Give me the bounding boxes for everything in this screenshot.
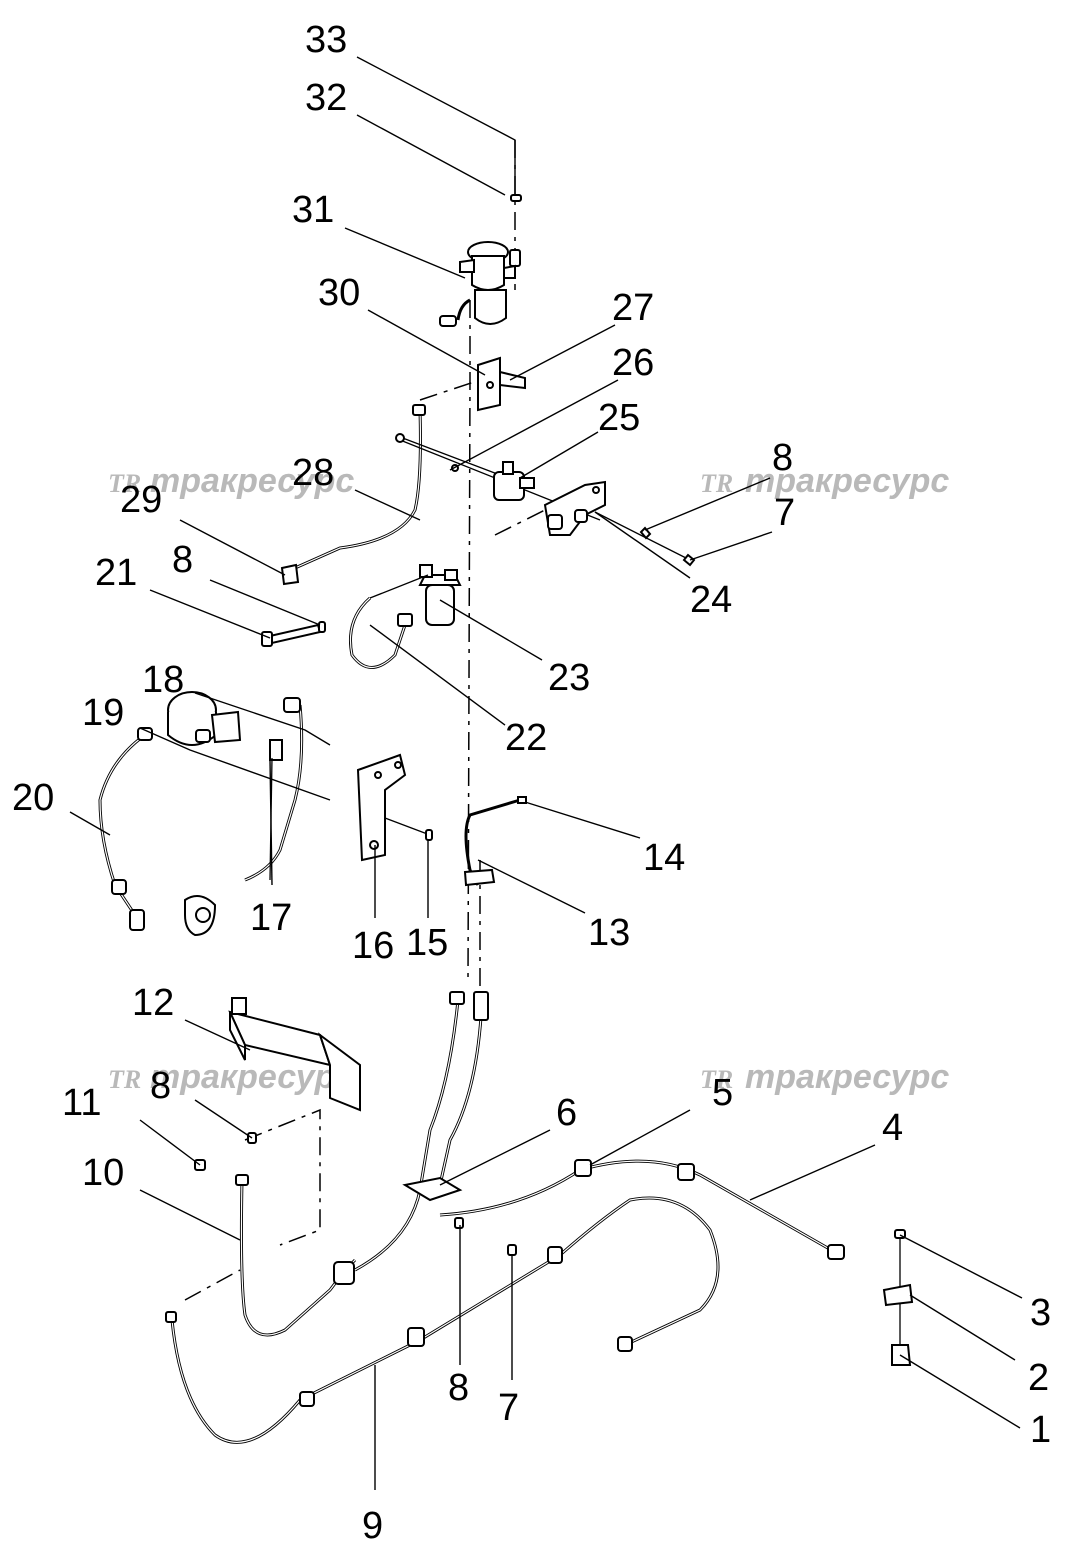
- part-21-bolt: [261, 623, 322, 647]
- part-5-4-lines: [439, 1159, 845, 1260]
- callout-12: 12: [132, 982, 174, 1024]
- centerline-hose10: [184, 1269, 241, 1301]
- callout-10: 10: [82, 1152, 124, 1194]
- leader-lines: [69, 56, 1023, 1490]
- watermark-text: трaкресурс: [745, 462, 949, 500]
- part-24-valve-bracket: [543, 480, 606, 536]
- centerline-cooler: [244, 1108, 321, 1246]
- callout-3: 3: [1030, 1292, 1051, 1334]
- callout-11: 11: [62, 1082, 101, 1124]
- part-16-bracket: [356, 753, 407, 862]
- callout-31: 31: [292, 189, 334, 231]
- watermark-logo: TR: [700, 1065, 733, 1094]
- callout-21: 21: [95, 552, 137, 594]
- watermark-text: трaкресурс: [745, 1058, 949, 1096]
- callout-26: 26: [612, 342, 654, 384]
- part-10-hose: [235, 1174, 357, 1337]
- callout-7: 7: [774, 492, 795, 534]
- part-17-fitting: [184, 895, 217, 937]
- callout-29: 29: [120, 479, 162, 521]
- callout-numbers: 33 32 31 30 27 26 25 8 7 24 28 29 21 8 2…: [12, 19, 1051, 1547]
- callout-5: 5: [712, 1072, 733, 1114]
- part-23-filter: [418, 564, 462, 626]
- callout-6: 6: [556, 1092, 577, 1134]
- part-15-bolt: [384, 817, 433, 841]
- callout-19: 19: [82, 692, 124, 734]
- part-9-long-line: [165, 1196, 720, 1444]
- part-6-clamp-bracket: [354, 991, 489, 1272]
- callout-22: 22: [505, 717, 547, 759]
- watermark-3: TR трaкресурс: [108, 1058, 354, 1096]
- callout-13: 13: [588, 912, 630, 954]
- part-27-bracket: [477, 356, 526, 412]
- callout-7: 7: [498, 1387, 519, 1429]
- part-18-hose: [244, 697, 304, 882]
- part-19-fuel-pump: [167, 691, 242, 746]
- watermark-logo: TR: [108, 469, 141, 498]
- part-31-fuel-filter: [439, 241, 516, 327]
- callout-33: 33: [305, 19, 347, 61]
- watermark-text: трaкресурс: [150, 1058, 354, 1096]
- watermark-1: TR трaкресурс: [108, 462, 354, 500]
- watermark-logo: TR: [108, 1065, 141, 1094]
- callout-32: 32: [305, 77, 347, 119]
- watermark-2: TR трaкресурс: [700, 462, 949, 500]
- callout-16: 16: [352, 925, 394, 967]
- callout-27: 27: [612, 287, 654, 329]
- callout-28: 28: [292, 452, 334, 494]
- callout-18: 18: [142, 659, 184, 701]
- callout-20: 20: [12, 777, 54, 819]
- callout-25: 25: [598, 397, 640, 439]
- part-8-washer-mid: [318, 621, 326, 633]
- callout-23: 23: [548, 657, 590, 699]
- part-8-7-washer-nut-upper: [594, 511, 696, 567]
- callout-8: 8: [150, 1065, 171, 1107]
- watermark-4: TR трaкресурс: [700, 1058, 949, 1096]
- watermark-logo: TR: [700, 469, 733, 498]
- callout-8: 8: [172, 539, 193, 581]
- callout-8: 8: [448, 1367, 469, 1409]
- callout-1: 1: [1030, 1409, 1051, 1451]
- part-32-33-washer-nut: [509, 194, 522, 267]
- part-25-valve: [493, 461, 535, 501]
- centerline-valve: [494, 509, 546, 536]
- part-12-cooler: [228, 997, 361, 1112]
- centerline-main: [467, 300, 471, 981]
- callout-9: 9: [362, 1505, 383, 1547]
- centerline-bracket: [419, 379, 481, 401]
- callout-24: 24: [690, 579, 732, 621]
- callout-15: 15: [406, 922, 448, 964]
- part-8-7-lower: [454, 1217, 517, 1256]
- part-22-hose: [348, 574, 429, 669]
- callout-14: 14: [643, 837, 685, 879]
- part-14-13-lines: [463, 796, 527, 887]
- callout-2: 2: [1028, 1357, 1049, 1399]
- part-20-hose: [98, 727, 153, 931]
- callout-30: 30: [318, 272, 360, 314]
- watermark-text: трaкресурс: [150, 462, 354, 500]
- callout-4: 4: [882, 1107, 903, 1149]
- callout-8: 8: [772, 437, 793, 479]
- callout-17: 17: [250, 897, 292, 939]
- part-1-2-3-drain: [882, 1229, 914, 1366]
